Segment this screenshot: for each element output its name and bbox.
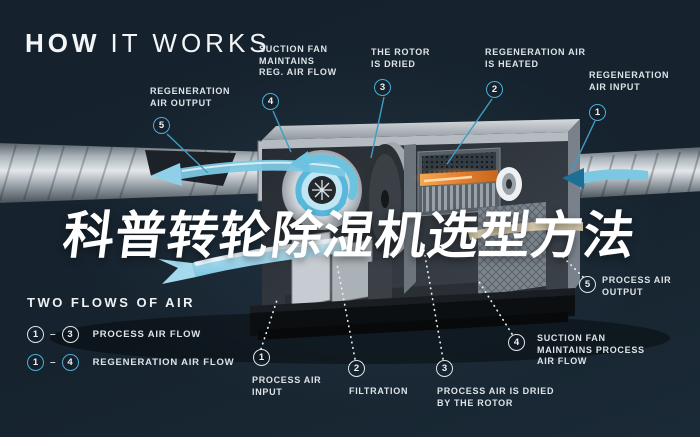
legend-circle-regen-to: 4 bbox=[61, 354, 79, 371]
callout-circle-filtration: 2 bbox=[348, 360, 365, 377]
legend-heading: TWO FLOWS OF AIR bbox=[27, 295, 196, 310]
legend-circle-regen-from: 1 bbox=[27, 354, 44, 371]
overlay-headline: 科普转轮除湿机选型方法 bbox=[59, 207, 639, 266]
callout-label-filtration: FILTRATION bbox=[349, 386, 409, 396]
title-secondary: IT WORKS bbox=[110, 28, 271, 58]
regen-output-arrowhead bbox=[150, 163, 182, 186]
heater-grille bbox=[422, 183, 496, 212]
callout-circle-regen-heated: 2 bbox=[486, 81, 503, 98]
legend-label-regeneration: REGENERATION AIR FLOW bbox=[92, 357, 235, 368]
callout-circle-suction-process: 4 bbox=[508, 334, 525, 351]
process-leaders bbox=[260, 249, 584, 360]
title-primary: HOW bbox=[25, 28, 101, 58]
callout-label-process-output: PROCESS AIR OUTPUT bbox=[602, 275, 672, 297]
heater-assembly bbox=[410, 147, 506, 217]
callout-label-process-dried: PROCESS AIR IS DRIED BY THE ROTOR bbox=[437, 386, 555, 408]
callout-label-suction-process: SUCTION FAN MAINTAINS PROCESS AIR FLOW bbox=[537, 333, 645, 367]
callout-label-regen-output: REGENERATION AIR OUTPUT bbox=[150, 86, 231, 108]
fan-curl-arrow bbox=[298, 154, 358, 200]
legend-label-process: PROCESS AIR FLOW bbox=[92, 329, 202, 340]
cabinet-right-face bbox=[568, 119, 580, 298]
legend-row-process: 1 – 3 PROCESS AIR FLOW bbox=[27, 326, 201, 343]
legend-circle-process-from: 1 bbox=[27, 326, 44, 343]
process-input-arrow bbox=[158, 236, 352, 284]
legend-dash: – bbox=[50, 357, 56, 368]
legend-dash: – bbox=[50, 329, 56, 340]
callout-circle-regen-output: 5 bbox=[153, 117, 170, 134]
callout-label-regen-heated: REGENERATION AIR IS HEATED bbox=[485, 47, 586, 69]
leader-lines bbox=[166, 96, 596, 360]
regen-leaders bbox=[166, 96, 596, 174]
cabinet-top-face bbox=[262, 119, 580, 140]
callout-label-regen-input: REGENERATION AIR INPUT bbox=[589, 70, 670, 92]
callout-circle-regen-input: 1 bbox=[589, 104, 606, 121]
callout-label-suction-reg: SUCTION FAN MAINTAINS REG. AIR FLOW bbox=[259, 44, 337, 78]
legend-circle-process-to: 3 bbox=[61, 326, 79, 343]
page-title: HOW IT WORKS bbox=[25, 28, 271, 59]
regeneration-fan-intake bbox=[496, 167, 522, 201]
fan-hub-spokes bbox=[312, 180, 332, 200]
callout-circle-process-input: 1 bbox=[253, 349, 270, 366]
callout-circle-process-dried: 3 bbox=[436, 360, 453, 377]
callout-label-rotor-dried: THE ROTOR IS DRIED bbox=[371, 47, 431, 69]
callout-circle-rotor-dried: 3 bbox=[374, 79, 391, 96]
regen-input-arrow bbox=[562, 168, 648, 189]
callout-label-process-input: PROCESS AIR INPUT bbox=[252, 375, 322, 397]
legend-row-regeneration: 1 – 4 REGENERATION AIR FLOW bbox=[27, 354, 234, 371]
callout-circle-suction-reg: 4 bbox=[262, 93, 279, 110]
airflow-arrows bbox=[150, 151, 648, 284]
heated-air-band bbox=[468, 221, 583, 240]
callout-circle-process-output: 5 bbox=[579, 276, 596, 293]
